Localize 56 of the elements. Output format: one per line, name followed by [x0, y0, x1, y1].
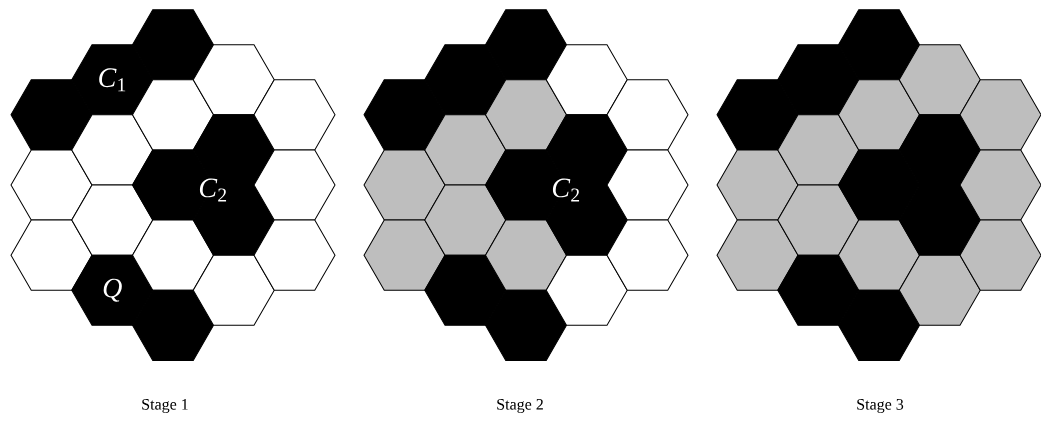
hexagon-cell [959, 219, 1041, 291]
stage-caption: Stage 2 [497, 399, 543, 414]
hexagon-cell [838, 79, 920, 151]
hexagon-cell [777, 184, 860, 256]
hexagon-cell [898, 254, 981, 326]
hexagon-cell [716, 219, 799, 291]
hexagon-cell [898, 44, 981, 116]
hexagon-cell [192, 254, 275, 326]
hexagon-cell [716, 79, 799, 151]
hexagon-cell [838, 9, 920, 81]
stage-caption: Stage 1 [142, 399, 188, 414]
hexagon-cell [959, 149, 1041, 221]
hexagon-cell [363, 219, 446, 291]
hexagon-cell [10, 149, 93, 221]
hexagon-cell [71, 114, 154, 186]
hexagon-cell [192, 44, 275, 116]
hexagon-cell [485, 289, 567, 361]
hexagon-cell [424, 184, 507, 256]
hexagon-cell: Q [71, 254, 154, 326]
hexagon-cell [132, 289, 214, 361]
hexagon-cell [838, 219, 920, 291]
hexagon-cell [959, 79, 1041, 151]
stage-caption: Stage 3 [857, 399, 904, 414]
hexagon-cell [253, 219, 336, 291]
hexagon-cell [253, 79, 336, 151]
hexagon-cell [545, 254, 628, 326]
hexagon-cell [898, 184, 981, 256]
hexagon-cell [424, 44, 507, 116]
hexagon-cell [606, 79, 689, 151]
hexagon-cell [424, 254, 507, 326]
hexagon-cell [363, 149, 446, 221]
hexagon-cell [606, 219, 689, 291]
hexagon-cell [132, 9, 214, 81]
hexagon-cell [71, 184, 154, 256]
hexagon-cell: C$_{1}$ [71, 44, 154, 116]
hexagon-cell [485, 219, 567, 291]
hexagon-cell [777, 114, 860, 186]
hexagon-cell [898, 114, 981, 186]
hexagon-cell [253, 149, 336, 221]
hexagon-cell [545, 44, 628, 116]
hexagon-cell [363, 79, 446, 151]
hexagon-cell [424, 114, 507, 186]
hexagon-cell [132, 219, 214, 291]
hexagon-cell [485, 9, 567, 81]
cell-label: C$_{2}$ [199, 178, 227, 202]
cell-label: C$_{2}$ [552, 178, 580, 202]
hexagon-cell [606, 149, 689, 221]
hexagon-cell [838, 149, 920, 221]
hexagon-cell [777, 44, 860, 116]
hexagon-cell [10, 219, 93, 291]
hexagon-cell [132, 79, 214, 151]
hexagon-cell [10, 79, 93, 151]
hexagon-cell [777, 254, 860, 326]
hexagon-cell [838, 289, 920, 361]
hexagon-cell [485, 79, 567, 151]
hexagon-cell [716, 149, 799, 221]
